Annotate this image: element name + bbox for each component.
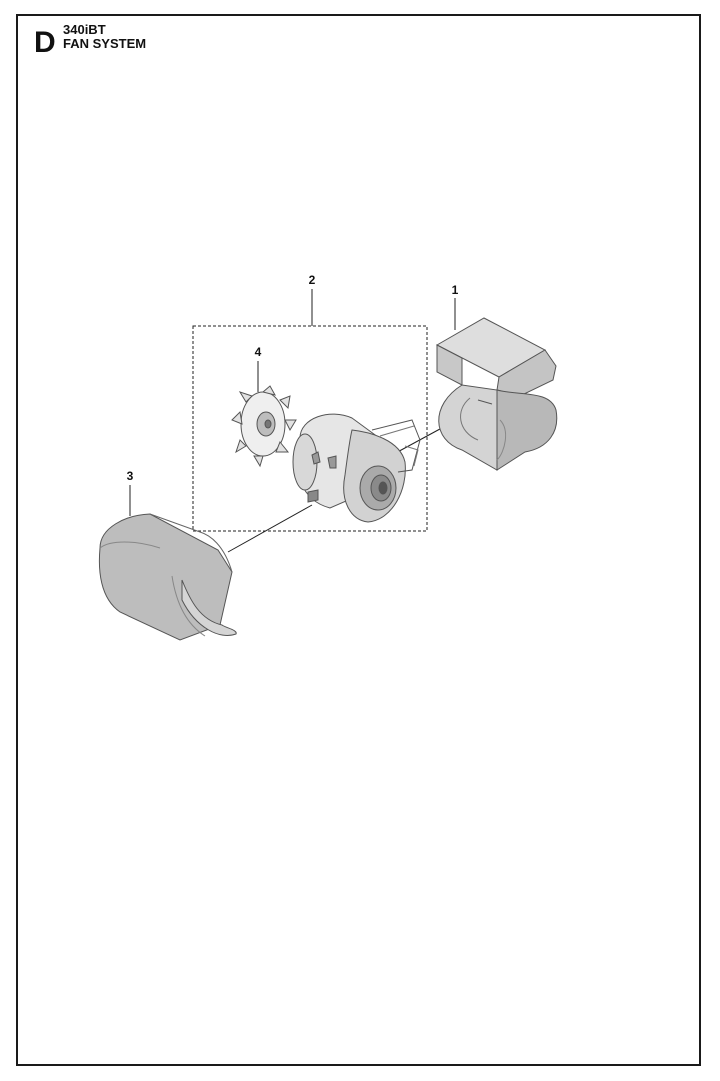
assembly-group-box xyxy=(192,325,428,532)
fan-impeller[interactable] xyxy=(231,385,297,468)
callout-1[interactable]: 1 xyxy=(451,283,459,297)
fan-housing-cover[interactable] xyxy=(98,513,237,641)
callout-4[interactable]: 4 xyxy=(254,345,262,359)
leader-lines xyxy=(129,289,487,553)
model-number: 340iBT xyxy=(63,22,106,37)
callout-2[interactable]: 2 xyxy=(308,273,316,287)
callout-3[interactable]: 3 xyxy=(126,469,134,483)
diagram-title: FAN SYSTEM xyxy=(63,36,147,51)
page-border xyxy=(16,14,701,1066)
section-letter: D xyxy=(34,26,56,59)
motor-fan-assembly[interactable] xyxy=(292,413,421,523)
leader-line-3-assembly xyxy=(227,504,313,553)
fan-housing-half[interactable] xyxy=(435,317,558,471)
